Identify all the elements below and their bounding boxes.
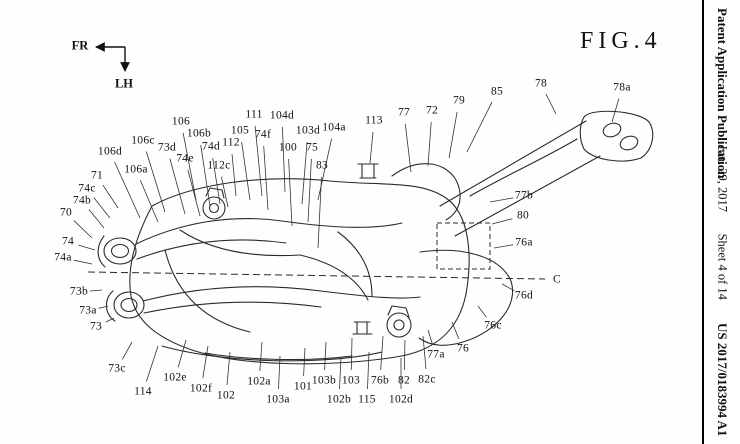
ref-label-111: 111 [245, 109, 262, 121]
ref-label-104a: 104a [322, 122, 346, 134]
ref-label-112c: 112c [207, 160, 230, 172]
ref-label-102b: 102b [327, 394, 351, 406]
ref-label-73d: 73d [158, 142, 176, 154]
publication-date: Jun. 29, 2017 [716, 145, 730, 212]
ref-label-112: 112 [222, 137, 240, 149]
ref-label-76b: 76b [371, 375, 389, 387]
ref-label-82: 82 [398, 375, 410, 387]
ref-label-74a: 74a [54, 252, 72, 264]
ref-label-85: 85 [491, 86, 503, 98]
ref-label-77b: 77b [515, 190, 533, 202]
ref-label-C: C [553, 274, 561, 286]
ref-label-76c: 76c [484, 320, 502, 332]
ref-label-77: 77 [398, 107, 410, 119]
ref-label-75: 75 [306, 142, 318, 154]
ref-label-72: 72 [426, 105, 438, 117]
ref-label-79: 79 [453, 95, 465, 107]
ref-label-73c: 73c [108, 363, 126, 375]
patent-number: US 2017/0183994 A1 [714, 323, 730, 436]
ref-label-106: 106 [172, 116, 190, 128]
ref-label-115: 115 [358, 394, 376, 406]
sheet-number: Sheet 4 of 14 [715, 233, 730, 299]
ref-label-82c: 82c [418, 374, 436, 386]
ref-label-74b: 74b [73, 195, 91, 207]
ref-label-113: 113 [365, 115, 383, 127]
ref-label-106d: 106d [98, 146, 122, 158]
ref-label-83: 83 [316, 160, 328, 172]
ref-label-74f: 74f [255, 129, 271, 141]
ref-label-70: 70 [60, 207, 72, 219]
ref-label-74d: 74d [202, 141, 220, 153]
ref-label-114: 114 [134, 386, 152, 398]
orientation-left-label: LH [115, 77, 133, 92]
ref-label-78a: 78a [613, 82, 631, 94]
ref-label-76d: 76d [515, 290, 533, 302]
ref-label-106c: 106c [131, 135, 155, 147]
ref-label-102a: 102a [247, 376, 271, 388]
ref-label-71: 71 [91, 170, 103, 182]
ref-label-103: 103 [342, 375, 360, 387]
ref-label-103d: 103d [296, 125, 320, 137]
ref-label-74: 74 [62, 236, 74, 248]
ref-label-102e: 102e [163, 372, 187, 384]
ref-label-73b: 73b [70, 286, 88, 298]
ref-label-103b: 103b [312, 375, 336, 387]
ref-label-78: 78 [535, 78, 547, 90]
ref-label-73a: 73a [79, 305, 97, 317]
ref-label-74e: 74e [176, 153, 194, 165]
ref-label-73: 73 [90, 321, 102, 333]
ref-label-102d: 102d [389, 394, 413, 406]
ref-label-76: 76 [457, 343, 469, 355]
orientation-front-label: FR [72, 39, 89, 54]
ref-label-106a: 106a [124, 164, 148, 176]
figure-label: FIG.4 [580, 28, 662, 55]
publication-header: Patent Application Publication Jun. 29, … [702, 0, 740, 444]
ref-label-74c: 74c [78, 183, 96, 195]
ref-label-102: 102 [217, 390, 235, 402]
ref-label-80: 80 [517, 210, 529, 222]
ref-label-106b: 106b [187, 128, 211, 140]
ref-label-100: 100 [279, 142, 297, 154]
ref-label-77a: 77a [427, 349, 445, 361]
ref-label-76a: 76a [515, 237, 533, 249]
ref-label-104d: 104d [270, 110, 294, 122]
ref-label-103a: 103a [266, 394, 290, 406]
ref-label-105: 105 [231, 125, 249, 137]
ref-label-102f: 102f [190, 383, 212, 395]
ref-label-101: 101 [294, 381, 312, 393]
sheet-info: Jun. 29, 2017 Sheet 4 of 14 [715, 145, 730, 300]
